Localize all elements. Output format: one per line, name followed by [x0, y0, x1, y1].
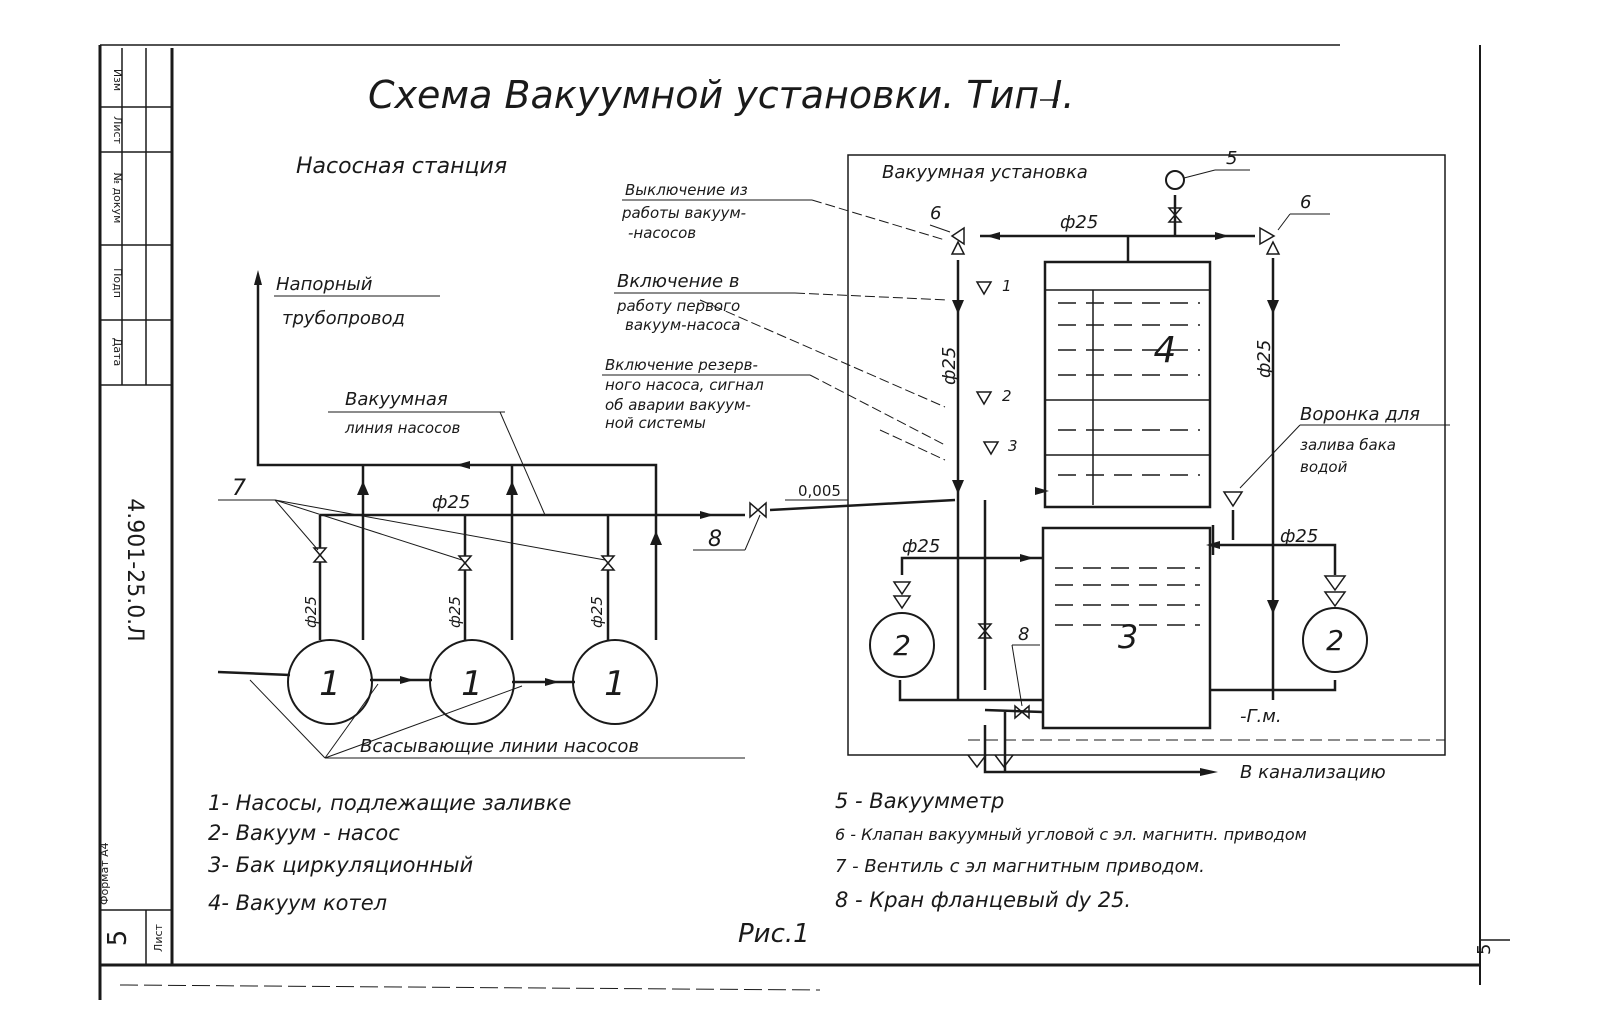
drain-valve-leader-2	[1011, 644, 1023, 707]
solenoid-valves	[312, 501, 767, 571]
legend-item-4: 4- Вакуум котел	[208, 891, 387, 915]
left-pump-dim: ф25	[902, 536, 940, 557]
control-leaders	[699, 199, 949, 461]
pump-1c: 1	[572, 639, 658, 725]
note-on-first-1: Включение в	[617, 271, 739, 292]
legend-item-3: 3- Бак циркуляционный	[208, 853, 473, 877]
pressure-pipe-label-2: трубопровод	[282, 308, 405, 329]
note-reserve-1: Включение резерв-	[605, 356, 758, 374]
legend-item-2: 2- Вакуум - насос	[208, 821, 400, 845]
vacuum-line-leader	[499, 411, 546, 516]
doc-code: 4.901-25.0.Л	[122, 498, 147, 641]
legend-item-5: 5 - Вакуумметр	[835, 789, 1004, 813]
sewer-label: В канализацию	[1240, 762, 1386, 783]
funnel-label-1: Воронка для	[1300, 404, 1420, 425]
gauge-callout: 5	[1226, 148, 1237, 169]
level-3: 3	[1008, 437, 1018, 455]
callout-7-leaders	[218, 499, 606, 561]
funnel-label-2: залива бака	[1300, 436, 1396, 454]
figure-caption: Рис.1	[738, 919, 810, 949]
angle-valves-6: 6 6	[929, 192, 1330, 255]
main-line-dim: ф25	[432, 492, 470, 513]
pump-1c-number: 1	[604, 664, 626, 704]
pump-dim-c: ф25	[588, 596, 606, 628]
format-label: Формат А4	[98, 842, 111, 905]
pump-1a-number: 1	[319, 664, 341, 704]
flow-arrows	[254, 270, 1049, 686]
angle-valve-left-callout: 6	[930, 203, 941, 224]
slope-label: 0,005	[798, 482, 841, 500]
boiler-number: 4	[1154, 330, 1177, 371]
callout-7: 7	[232, 476, 246, 501]
vacuum-line-label-2: линия насосов	[344, 419, 461, 437]
angle-valve-right-callout: 6	[1300, 192, 1311, 213]
vacuum-gauge-5: 5	[1165, 148, 1250, 223]
vacuum-line-label-1: Вакуумная	[345, 389, 448, 410]
control-notes: Выключение из работы вакуум- -насосов Вк…	[602, 181, 812, 432]
note-on-first-2: работу первого	[616, 297, 740, 315]
legend-left: 1- Насосы, подлежащие заливке 2- Вакуум …	[208, 791, 571, 915]
edge-page-number: 5	[1474, 944, 1495, 955]
note-reserve-2: ного насоса, сигнал	[605, 376, 764, 394]
vacuum-pump-right-number: 2	[1326, 624, 1344, 657]
stamp-row-change: Изм	[111, 69, 124, 91]
legend-right: 5 - Вакуумметр 6 - Клапан вакуумный угло…	[835, 789, 1307, 912]
sheet-label: Лист	[152, 923, 165, 951]
funnel-label-3: водой	[1300, 458, 1348, 476]
note-reserve-4: ной системы	[605, 414, 706, 432]
pump-1a: 1	[287, 639, 373, 725]
stamp-row-sheet: Лист	[111, 116, 124, 144]
level-1: 1	[1002, 277, 1012, 295]
top-header-dim: ф25	[1060, 212, 1098, 233]
stamp-row-sign: Подп	[111, 268, 124, 298]
legend-item-7: 7 - Вентиль с эл магнитным приводом.	[835, 856, 1205, 877]
note-off-1: Выключение из	[625, 181, 748, 199]
vacuum-pump-2-left: 2	[869, 612, 935, 678]
check-valves	[892, 575, 1347, 610]
vacuum-unit-boundary	[847, 154, 1446, 756]
pump-1b-number: 1	[461, 664, 483, 704]
pressure-pipe-label-1: Напорный	[276, 274, 373, 295]
pump-dim-b: ф25	[446, 596, 464, 628]
note-reserve-3: об аварии вакуум-	[605, 396, 751, 414]
note-on-first-3: вакуум-насоса	[625, 316, 740, 334]
drain-valves	[967, 623, 1030, 769]
level-2: 2	[1002, 387, 1012, 405]
pump-station-header: Насосная станция	[296, 154, 507, 179]
stamp-row-date: Дата	[111, 338, 124, 366]
callout-8-main: 8	[708, 527, 722, 552]
circulation-tank-3: 3	[1041, 526, 1212, 730]
pump-station-piping	[217, 285, 956, 684]
pump-1b: 1	[429, 639, 515, 725]
pump-dim-a: ф25	[302, 596, 320, 628]
stamp-row-doc: № докум	[111, 173, 124, 224]
note-off-2: работы вакуум-	[621, 204, 746, 222]
sheet-number: 5	[103, 930, 133, 947]
suction-lines-leaders	[249, 679, 523, 759]
vacuum-pump-left-number: 2	[893, 629, 911, 662]
vacuum-boiler-4: 4	[1043, 260, 1212, 509]
filling-funnel: Воронка для залива бака водой	[1222, 404, 1450, 508]
legend-item-1: 1- Насосы, подлежащие заливке	[208, 791, 571, 815]
right-riser-dim: ф25	[1254, 340, 1275, 378]
vacuum-pump-2-right: 2	[1302, 607, 1368, 673]
drain-mark: -Г.м.	[1240, 706, 1282, 727]
suction-lines-label: Всасывающие линии насосов	[360, 736, 639, 757]
vacuum-unit-header: Вакуумная установка	[882, 162, 1088, 183]
drawing-frame	[98, 44, 1510, 1000]
note-off-3: -насосов	[628, 224, 696, 242]
legend-item-6: 6 - Клапан вакуумный угловой с эл. магни…	[835, 825, 1307, 844]
right-pump-dim: ф25	[1280, 526, 1318, 547]
level-markers: 1 2 3	[975, 277, 1018, 456]
drawing-title: Схема Вакуумной установки. Тип I.	[368, 73, 1074, 117]
callout-8-leader	[693, 514, 761, 551]
left-riser-dim: ф25	[939, 347, 960, 385]
drain-valve-callout: 8	[1018, 624, 1029, 645]
tank-number: 3	[1118, 618, 1138, 656]
vacuum-unit-arrows	[952, 232, 1279, 776]
vacuum-unit-piping	[898, 195, 1445, 774]
legend-item-8: 8 - Кран фланцевый dy 25.	[835, 888, 1131, 912]
title-block: Изм Лист № докум Подп Дата 4.901-25.0.Л …	[98, 48, 1495, 965]
